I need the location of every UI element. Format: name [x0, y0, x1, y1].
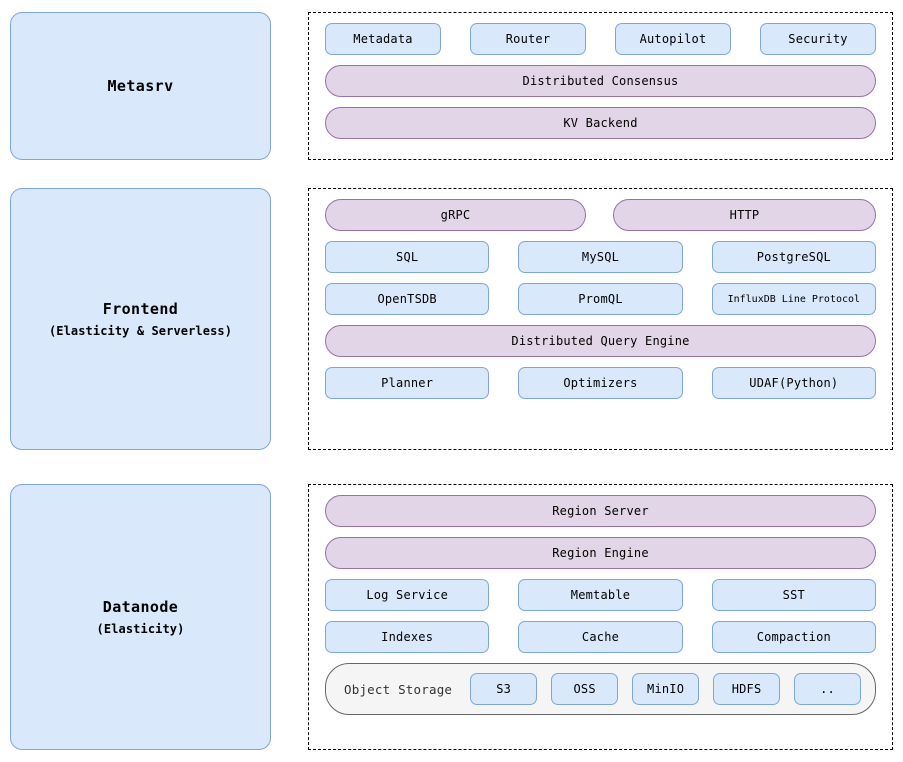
- box-autopilot[interactable]: Autopilot: [615, 23, 731, 55]
- box-s3[interactable]: S3: [470, 673, 538, 705]
- component-title-metasrv: Metasrv: [107, 76, 174, 95]
- box-sql[interactable]: SQL: [325, 241, 490, 273]
- box-region-engine[interactable]: Region Engine: [325, 537, 876, 569]
- box-security[interactable]: Security: [760, 23, 876, 55]
- metasrv-services-row: Metadata Router Autopilot Security: [325, 23, 876, 55]
- frontend-interfaces-row-1: SQL MySQL PostgreSQL: [325, 241, 876, 273]
- box-http[interactable]: HTTP: [613, 199, 876, 231]
- panel-metasrv: Metadata Router Autopilot Security Distr…: [308, 12, 893, 160]
- component-card-frontend: Frontend (Elasticity & Serverless): [10, 188, 271, 450]
- box-metadata[interactable]: Metadata: [325, 23, 441, 55]
- box-region-server[interactable]: Region Server: [325, 495, 876, 527]
- datanode-storage-row-1: Log Service Memtable SST: [325, 579, 876, 611]
- frontend-engine-components-row: Planner Optimizers UDAF(Python): [325, 367, 876, 399]
- box-indexes[interactable]: Indexes: [325, 621, 490, 653]
- box-kv-backend[interactable]: KV Backend: [325, 107, 876, 139]
- box-optimizers[interactable]: Optimizers: [518, 367, 683, 399]
- component-card-metasrv: Metasrv: [10, 12, 271, 160]
- box-cache[interactable]: Cache: [518, 621, 683, 653]
- panel-datanode: Region Server Region Engine Log Service …: [308, 484, 893, 750]
- frontend-query-engine-row: Distributed Query Engine: [325, 325, 876, 357]
- frontend-interfaces-row-2: OpenTSDB PromQL InfluxDB Line Protocol: [325, 283, 876, 315]
- datanode-region-engine-row: Region Engine: [325, 537, 876, 569]
- box-memtable[interactable]: Memtable: [518, 579, 683, 611]
- box-router[interactable]: Router: [470, 23, 586, 55]
- box-influxdb-line-protocol[interactable]: InfluxDB Line Protocol: [711, 283, 876, 315]
- object-storage-strip: Object Storage S3 OSS MinIO HDFS ..: [325, 663, 876, 715]
- box-planner[interactable]: Planner: [325, 367, 490, 399]
- box-minio[interactable]: MinIO: [632, 673, 700, 705]
- box-more[interactable]: ..: [794, 673, 862, 705]
- frontend-protocol-row: gRPC HTTP: [325, 199, 876, 231]
- box-grpc[interactable]: gRPC: [325, 199, 586, 231]
- box-opentsdb[interactable]: OpenTSDB: [325, 283, 490, 315]
- datanode-region-server-row: Region Server: [325, 495, 876, 527]
- component-card-datanode: Datanode (Elasticity): [10, 484, 271, 750]
- metasrv-kv-row: KV Backend: [325, 107, 876, 139]
- component-subtitle-frontend: (Elasticity & Serverless): [48, 323, 233, 338]
- box-hdfs[interactable]: HDFS: [713, 673, 781, 705]
- box-promql[interactable]: PromQL: [518, 283, 683, 315]
- box-udaf-python[interactable]: UDAF(Python): [711, 367, 876, 399]
- box-sst[interactable]: SST: [711, 579, 876, 611]
- box-compaction[interactable]: Compaction: [711, 621, 876, 653]
- box-distributed-query-engine[interactable]: Distributed Query Engine: [325, 325, 876, 357]
- box-log-service[interactable]: Log Service: [325, 579, 490, 611]
- box-mysql[interactable]: MySQL: [518, 241, 683, 273]
- panel-frontend: gRPC HTTP SQL MySQL PostgreSQL OpenTSDB …: [308, 188, 893, 450]
- component-subtitle-datanode: (Elasticity): [96, 621, 185, 636]
- component-title-datanode: Datanode: [102, 598, 179, 617]
- component-title-frontend: Frontend: [102, 300, 179, 319]
- metasrv-consensus-row: Distributed Consensus: [325, 65, 876, 97]
- box-postgresql[interactable]: PostgreSQL: [711, 241, 876, 273]
- object-storage-label: Object Storage: [344, 681, 453, 697]
- box-distributed-consensus[interactable]: Distributed Consensus: [325, 65, 876, 97]
- datanode-storage-row-2: Indexes Cache Compaction: [325, 621, 876, 653]
- box-oss[interactable]: OSS: [551, 673, 619, 705]
